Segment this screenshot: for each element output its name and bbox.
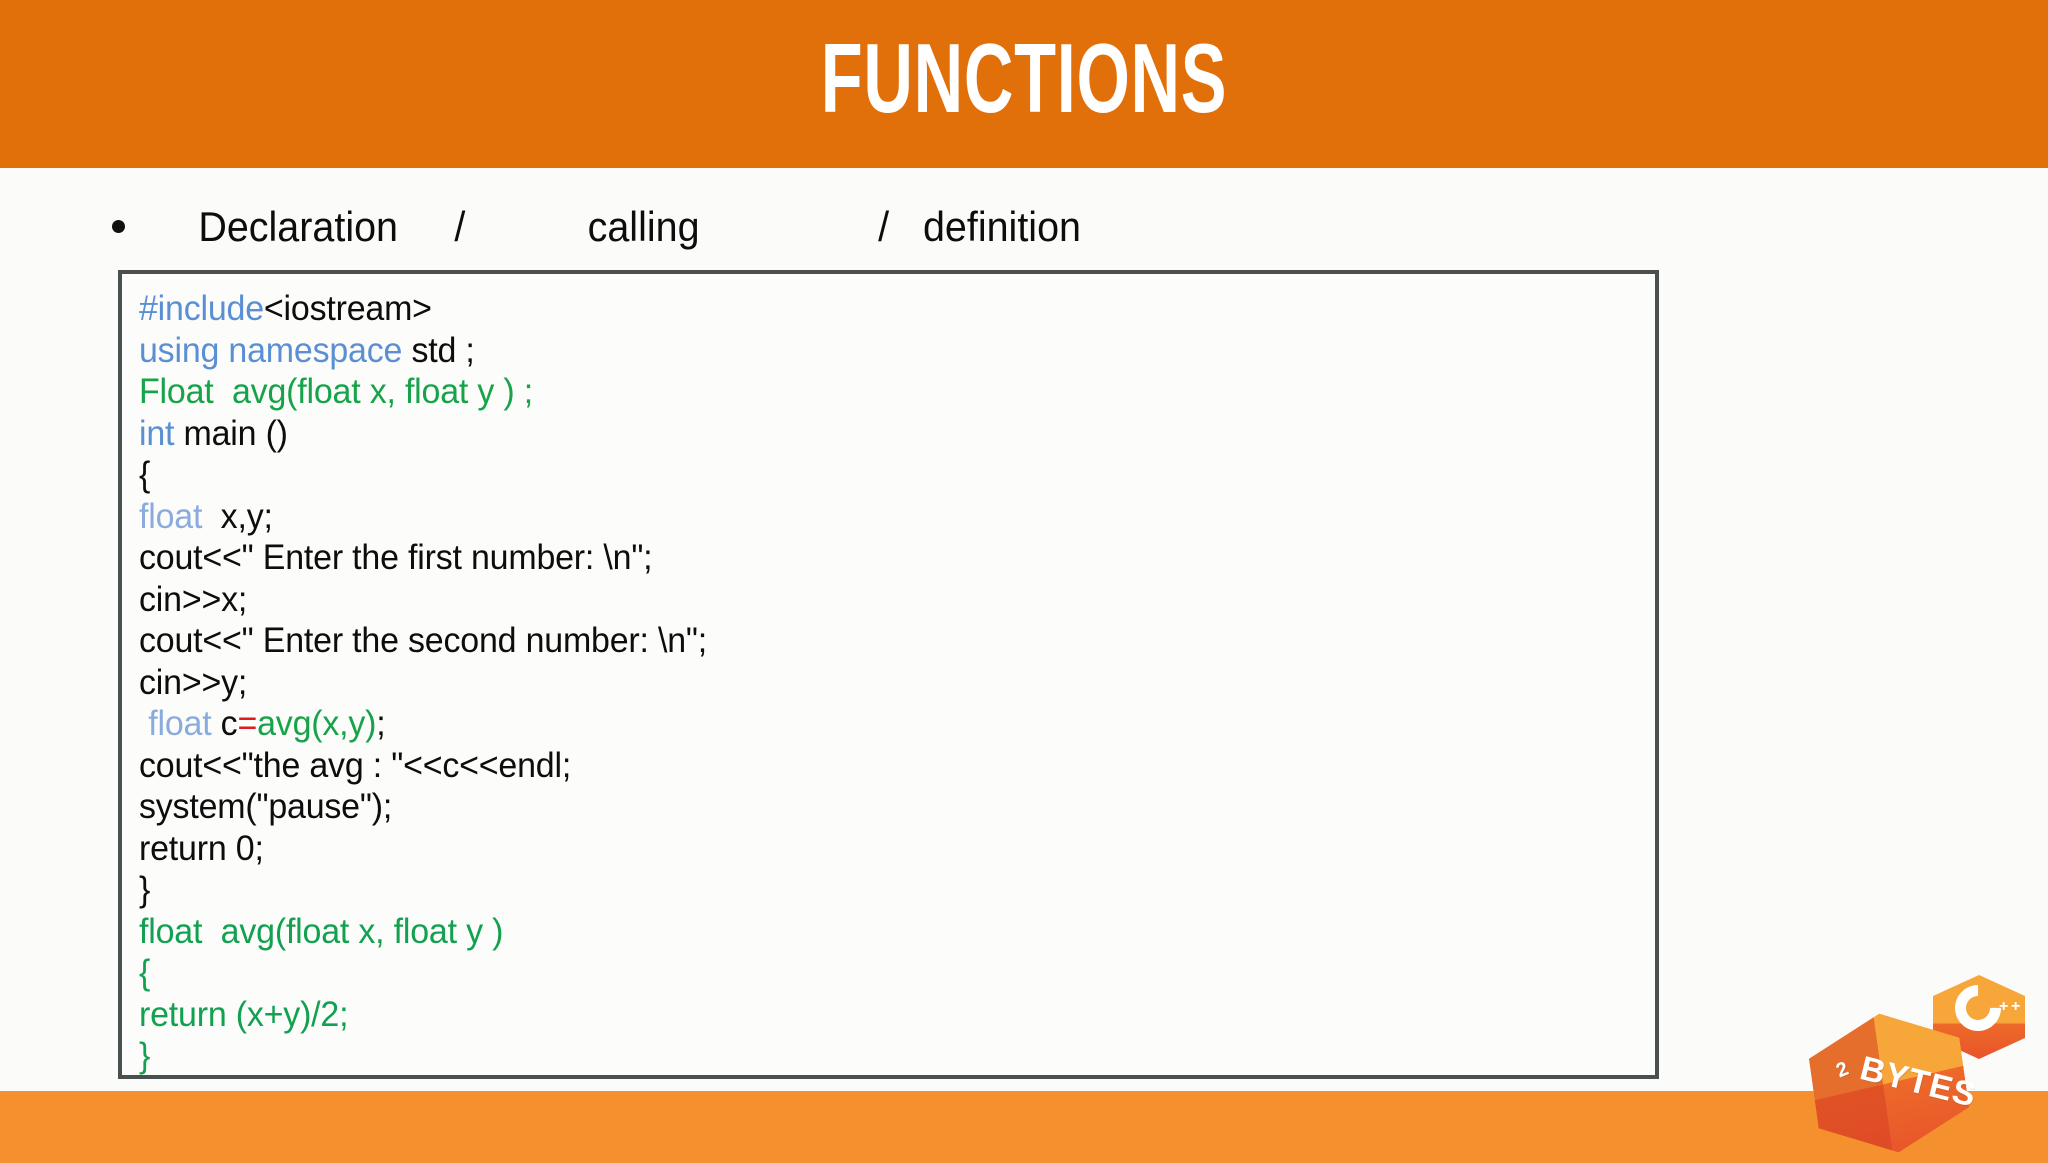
bottom-band: [0, 1091, 2048, 1163]
code-line-19: }: [139, 1035, 1606, 1077]
code-line-5: {: [139, 454, 1606, 496]
code-line-17: {: [139, 952, 1606, 994]
code-line-3: Float avg(float x, float y ) ;: [139, 371, 1606, 413]
token-system-pause: system("pause");: [139, 787, 393, 826]
code-line-4: int main (): [139, 413, 1606, 455]
bullet-declaration: Declaration: [198, 203, 399, 250]
brand-logo: + + 2 BYTES: [1795, 975, 2030, 1150]
token-float-keyword-c: float: [139, 704, 212, 743]
bullet-line: Declaration / calling / definition: [125, 203, 1081, 251]
bullet-definition: definition: [922, 203, 1081, 250]
code-lines: #include<iostream> using namespace std ;…: [139, 288, 1651, 1077]
code-line-7: cout<<" Enter the first number: \n";: [139, 537, 1606, 579]
token-cin-x: cin>>x;: [139, 579, 248, 619]
code-line-11: float c=avg(x,y);: [139, 703, 1606, 745]
token-var-c: c: [211, 704, 238, 743]
token-cin-y: cin>>y;: [139, 662, 248, 702]
bullet-row: Declaration / calling / definition: [112, 203, 1142, 255]
token-close-brace-avg: }: [139, 1036, 151, 1075]
token-definition-avg: float avg(float x, float y ): [139, 911, 504, 951]
code-line-1: #include<iostream>: [139, 288, 1606, 330]
token-return-zero: return 0;: [139, 828, 264, 868]
code-line-13: system("pause");: [139, 786, 1606, 828]
bullet-calling: calling: [587, 203, 700, 250]
code-line-8: cin>>x;: [139, 579, 1606, 621]
token-cout-second: cout<<" Enter the second number: \n";: [139, 621, 708, 660]
token-prototype-avg: Float avg(float x, float y ) ;: [139, 372, 534, 411]
code-line-18: return (x+y)/2;: [139, 994, 1606, 1036]
token-float-keyword: float: [139, 496, 203, 536]
code-block: #include<iostream> using namespace std ;…: [118, 270, 1659, 1079]
token-return-average: return (x+y)/2;: [139, 994, 349, 1034]
token-semicolon-c: ;: [376, 704, 386, 743]
title-band: [0, 0, 2048, 168]
cpp-plus-1: +: [1999, 998, 2009, 1015]
bullet-dot-icon: [112, 220, 125, 233]
code-line-15: }: [139, 869, 1606, 911]
token-cout-first: cout<<" Enter the first number: \n";: [139, 538, 653, 577]
token-close-brace-main: }: [139, 870, 151, 909]
code-line-9: cout<<" Enter the second number: \n";: [139, 620, 1606, 662]
token-include-directive: #include: [139, 289, 264, 328]
bullet-slash-1: /: [454, 203, 466, 250]
token-int-keyword: int: [139, 413, 175, 453]
code-line-2: using namespace std ;: [139, 330, 1606, 372]
token-assign-operator: =: [237, 704, 258, 743]
code-line-16: float avg(float x, float y ): [139, 911, 1606, 953]
token-call-avg: avg(x,y): [257, 704, 377, 743]
page-title: FUNCTIONS: [820, 23, 1228, 133]
code-line-14: return 0;: [139, 828, 1606, 870]
token-open-brace-avg: {: [139, 953, 151, 992]
code-line-10: cin>>y;: [139, 662, 1606, 704]
token-std: std ;: [402, 330, 475, 370]
token-open-brace-main: {: [139, 455, 151, 494]
token-vars-xy: x,y;: [202, 496, 273, 536]
token-main: main (): [174, 413, 288, 453]
code-line-12: cout<<"the avg : "<<c<<endl;: [139, 745, 1606, 787]
cpp-plus-2: +: [2011, 998, 2021, 1015]
bullet-slash-2: /: [878, 203, 890, 250]
token-iostream-header: <iostream>: [263, 289, 432, 328]
code-line-6: float x,y;: [139, 496, 1606, 538]
token-cout-avg: cout<<"the avg : "<<c<<endl;: [139, 745, 572, 785]
token-using-namespace: using namespace: [139, 330, 403, 370]
